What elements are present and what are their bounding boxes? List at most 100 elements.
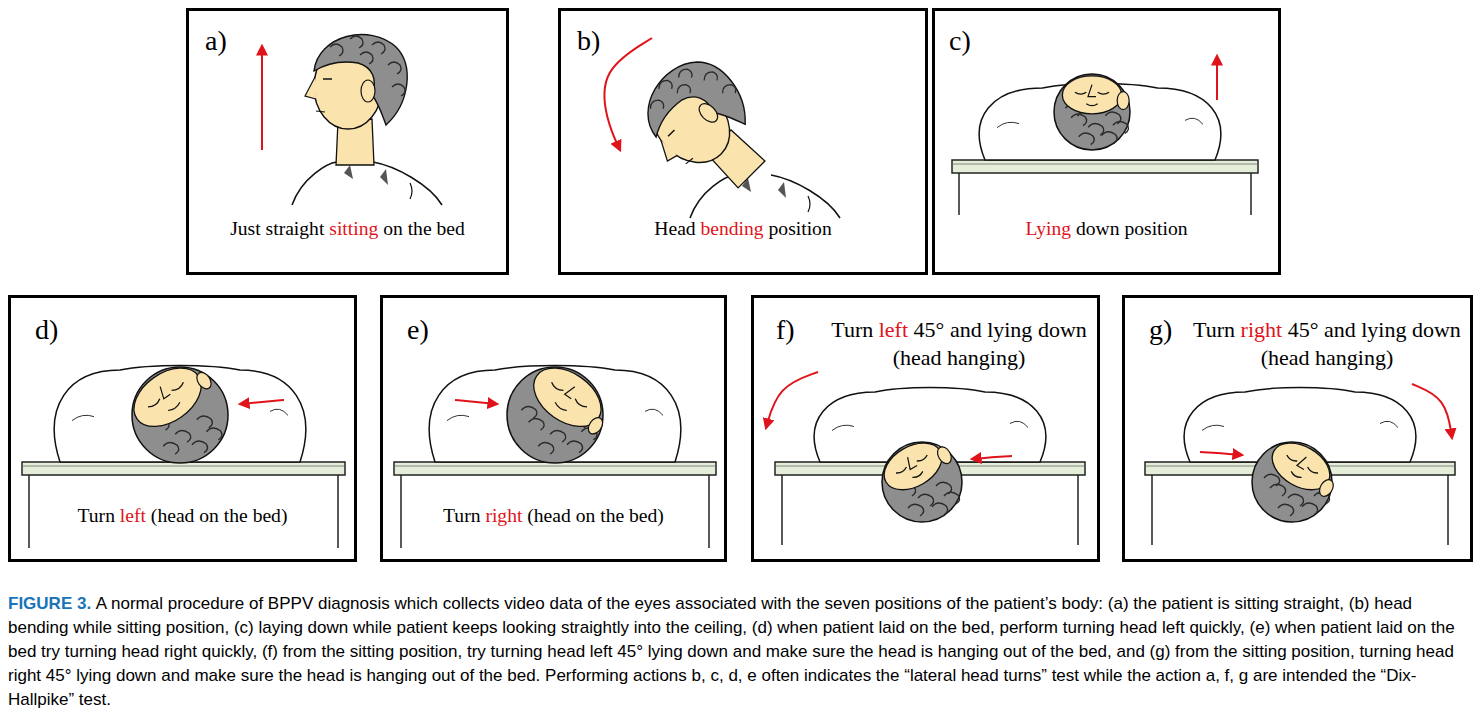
motion-arrow [604, 38, 652, 150]
hair-curl [702, 69, 720, 87]
caption-word: the [1214, 642, 1242, 661]
caption-word: is [349, 666, 366, 685]
panel-letter: f) [776, 314, 795, 346]
caption-word: head [878, 642, 921, 661]
panel-label-slot: Turn left (head on the bed) [11, 502, 354, 530]
eye [1075, 92, 1086, 94]
panel-letter-slot: g) [1149, 314, 1172, 346]
caption-word: A [96, 594, 111, 613]
hair-curl [197, 416, 213, 428]
panel-label-slot: Turn left 45° and lying down (head hangi… [830, 316, 1088, 372]
caption-word: the [1352, 666, 1380, 685]
motion-arrow [972, 456, 1012, 459]
label-word: position [769, 218, 832, 239]
caption-word: right [164, 642, 202, 661]
label-word: e) [407, 314, 429, 345]
panel-label-slot: Just straight sitting on the bed [189, 215, 506, 243]
label-word: Turn [1193, 317, 1241, 342]
caption-word: down [687, 642, 732, 661]
cloth-fold [1010, 421, 1028, 427]
caption-word: associated [675, 594, 761, 613]
caption-word: is [1217, 594, 1234, 613]
hair-curl [521, 406, 537, 418]
caption-word: bed, [962, 618, 1000, 637]
panel-box: b)Head bending position [558, 8, 928, 275]
mouth [316, 111, 325, 112]
bed-leg [1077, 475, 1079, 545]
hair-curl [918, 494, 934, 506]
ear [585, 415, 605, 437]
hair-curl [1302, 503, 1318, 515]
caption-word: (b) [1349, 594, 1375, 613]
label-word: right [485, 505, 527, 526]
caption-word: perform [999, 618, 1062, 637]
nose [565, 384, 578, 398]
caption-word: sitting [1234, 594, 1283, 613]
label-word: g) [1149, 314, 1172, 345]
caption-word: sitting [1242, 642, 1291, 661]
caption-word: which [395, 594, 443, 613]
bed-leg [1447, 475, 1449, 545]
caption-word: the [850, 642, 878, 661]
hair [1054, 74, 1130, 150]
patient-head [305, 35, 407, 165]
caption-word: and [161, 666, 194, 685]
label-word: Just [230, 218, 265, 239]
caption-word: out [1003, 642, 1031, 661]
label-word: down [1038, 317, 1087, 342]
hair-curl [932, 503, 948, 515]
caption-word: the [933, 618, 961, 637]
eye [1286, 455, 1297, 463]
caption-word: position, [166, 618, 234, 637]
caption-word: video [504, 594, 549, 613]
panel-box: e)Turn right (head on the bed) [380, 295, 727, 562]
caption-word: diagnosis [318, 594, 395, 613]
caption-word: data [550, 594, 588, 613]
caption-word: from [283, 642, 322, 661]
caption-word: sitting [350, 642, 399, 661]
hair-curl [675, 82, 693, 100]
bed-leg [1151, 475, 1153, 545]
caption-word: patient [1320, 618, 1376, 637]
label-word: Lying [1025, 218, 1076, 239]
caption-word: sure [241, 666, 279, 685]
label-word: bending [701, 218, 769, 239]
nose [1088, 85, 1096, 97]
label-word: hanging) [1315, 345, 1393, 370]
caption-word: a, [1206, 666, 1225, 685]
panel-box: g) Turn right 45° and lying down (head ha… [1122, 295, 1473, 562]
hair-curl [1270, 484, 1286, 496]
caption-word: left [1162, 618, 1189, 637]
caption-word: the [1127, 666, 1155, 685]
hair-curl [538, 442, 554, 454]
motion-arrow [240, 400, 284, 404]
label-word: (head [893, 345, 947, 370]
motion-arrow [1412, 384, 1452, 438]
patient-head [1054, 74, 1130, 150]
caption-word: the [965, 594, 993, 613]
caption-word: head [121, 642, 164, 661]
label-word: d) [35, 314, 58, 345]
caption-word: down [308, 618, 353, 637]
shirt [690, 175, 840, 218]
label-word: hanging) [947, 345, 1025, 370]
eye [172, 382, 185, 392]
label-word: bed [437, 218, 465, 239]
eye [668, 130, 674, 136]
hair-curl [360, 52, 373, 64]
caption-word: and [1117, 642, 1150, 661]
label-word: the [224, 505, 253, 526]
caption-word: the [321, 642, 349, 661]
caption-word: down [116, 666, 161, 685]
mouth [912, 471, 923, 479]
shirt-outline [292, 162, 442, 205]
panel-label: Turn right 45° and lying down (head hang… [1191, 316, 1463, 372]
label-word: down [1076, 218, 1124, 239]
label-word: a) [205, 25, 227, 56]
hair-curl [1102, 132, 1118, 144]
caption-word: FIGURE [8, 594, 77, 613]
panel-label-slot: Lying down position [935, 215, 1278, 243]
bed-edge [394, 466, 716, 467]
caption-word: quickly, [1189, 618, 1249, 637]
